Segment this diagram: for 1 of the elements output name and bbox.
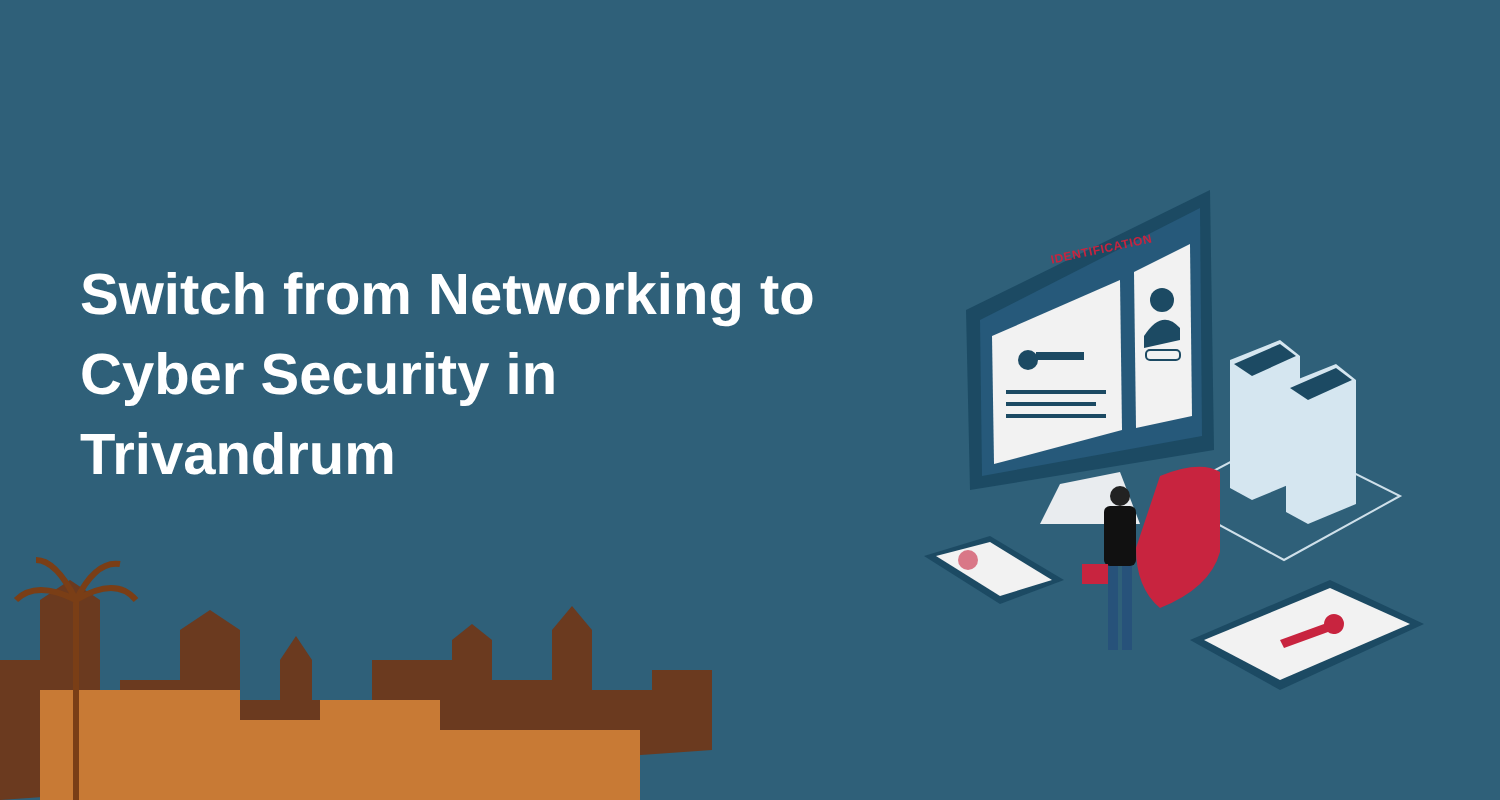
title: Switch from Networking to Cyber Security in Trivandrum (80, 262, 817, 492)
